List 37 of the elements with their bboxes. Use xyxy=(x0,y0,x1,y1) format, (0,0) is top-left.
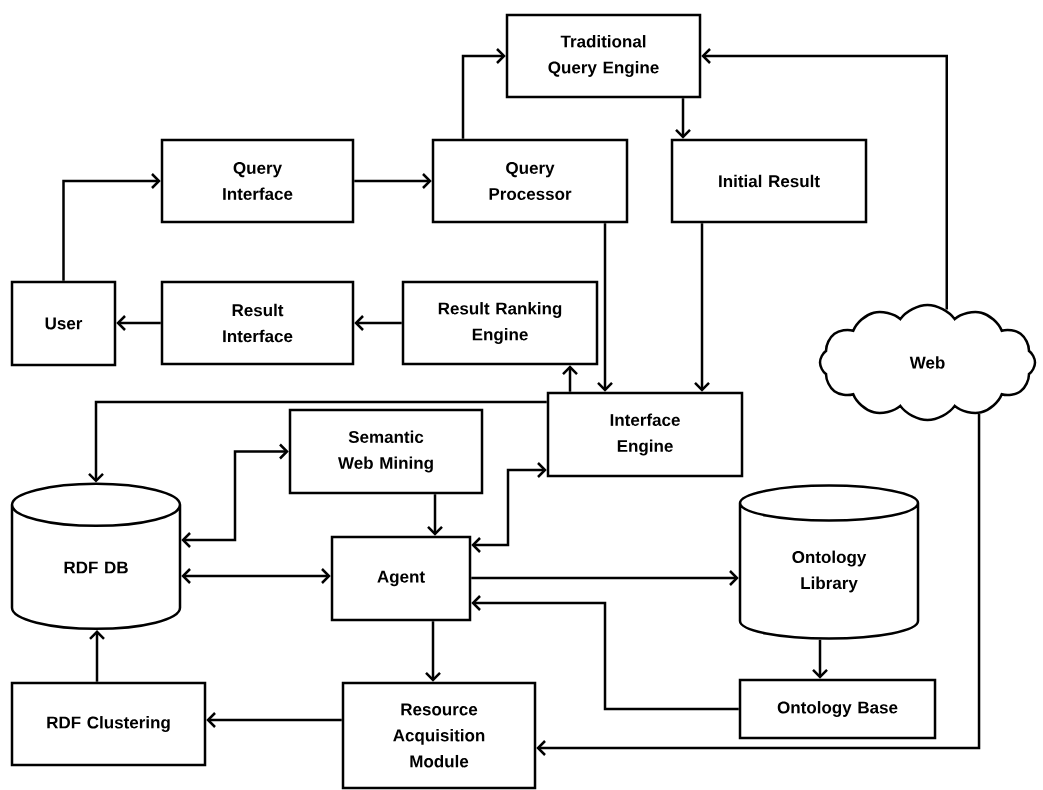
arrow xyxy=(701,48,948,310)
arrow xyxy=(116,315,161,331)
arrow xyxy=(354,173,432,189)
arrow xyxy=(425,621,441,682)
arrow xyxy=(354,315,402,331)
process-box: Resource Acquisition Module xyxy=(341,681,537,790)
arrow xyxy=(471,595,739,711)
process-box: Ontology Base xyxy=(738,678,937,740)
arrow xyxy=(89,630,105,682)
process-box: Query Interface xyxy=(160,138,355,224)
database-cylinder: RDF DB xyxy=(10,482,182,631)
process-box: Semantic Web Mining xyxy=(288,408,484,495)
arrow xyxy=(597,223,613,392)
process-box: Initial Result xyxy=(670,138,868,224)
arrow xyxy=(62,173,161,281)
process-box: Query Processor xyxy=(431,138,629,224)
process-box: Result Interface xyxy=(160,280,355,366)
database-cylinder: Ontology Library xyxy=(738,484,920,640)
arrow xyxy=(536,414,981,756)
process-box: Agent xyxy=(330,535,472,622)
process-box: Result Ranking Engine xyxy=(401,280,599,366)
arrow xyxy=(181,443,289,548)
arrow xyxy=(181,568,331,584)
process-box: Traditional Query Engine xyxy=(505,13,702,99)
arrow xyxy=(427,494,443,536)
arrow xyxy=(461,48,506,139)
process-box: Interface Engine xyxy=(546,391,744,478)
process-box: User xyxy=(10,280,117,367)
arrow xyxy=(694,223,710,392)
process-box: RDF Clustering xyxy=(10,681,207,767)
arrow xyxy=(471,462,547,553)
arrow xyxy=(812,639,828,679)
arrow xyxy=(562,365,578,392)
arrow xyxy=(206,712,342,728)
arrow xyxy=(471,570,739,586)
arrow xyxy=(88,400,547,483)
arrow xyxy=(675,98,691,139)
